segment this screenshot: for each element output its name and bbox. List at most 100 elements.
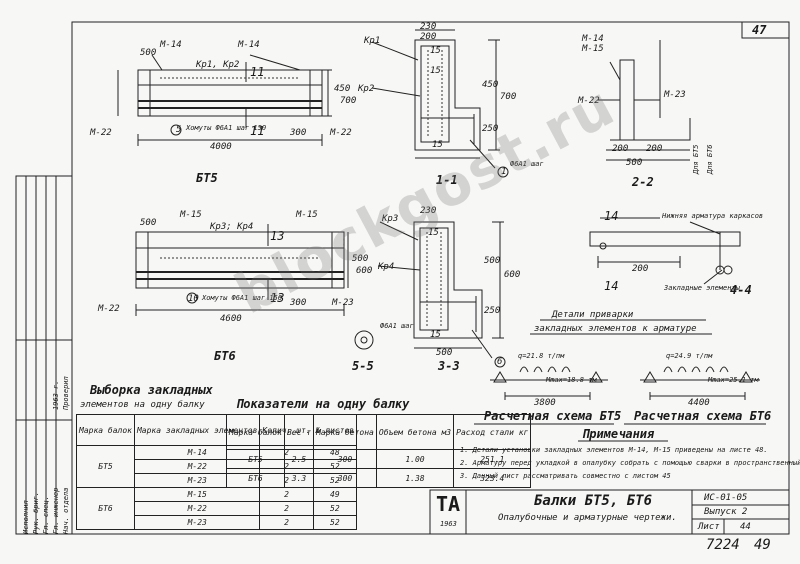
table-cell: БТ6 [226, 468, 285, 488]
note-3: 3. Данный лист рассматривать совместно с… [460, 472, 671, 480]
table-cell: М-23 [133, 515, 261, 530]
s11-bar: Ф6А1 шаг [510, 160, 544, 168]
s11-dim-g: 450 [482, 80, 499, 90]
s11-tag-b: Кр2 [358, 84, 375, 94]
table-cell: М-15 [133, 487, 261, 502]
bt5-dim-right: 300 [290, 128, 307, 138]
s44-mark-top: 14 [604, 209, 619, 223]
s11-dim-a: 230 [420, 22, 437, 32]
note-1: 1. Детали установки закладных элементов … [460, 446, 768, 454]
table-cell: 300 [313, 449, 377, 469]
s33-dim-e: 15 [430, 330, 441, 340]
bt6-tag-a: М-15 [180, 210, 202, 220]
table-cell: 2 [259, 501, 314, 516]
table-header: Расход стали кг [453, 414, 532, 450]
bt5-view-label: БТ5 [196, 171, 218, 185]
s44-note-2: Закладные элементы [664, 284, 740, 292]
scheme-bt6-title: Расчетная схема БТ6 [634, 409, 772, 423]
table-cell: 3.3 [283, 468, 315, 488]
indicators-title: Показатели на одну балку [236, 397, 410, 411]
title-block [429, 489, 790, 535]
s22-tag-c: М-22 [578, 96, 600, 106]
table-cell: 1.38 [375, 468, 455, 488]
table-cell: 52 [312, 501, 358, 516]
bt5-height-b: 700 [340, 96, 357, 106]
bt6-tag-b: М-15 [296, 210, 318, 220]
bt6-length: 4600 [220, 314, 242, 324]
bt5-elevation [117, 54, 332, 146]
bt6-view-label: БТ6 [214, 349, 236, 363]
table-cell: БТ6 [76, 487, 135, 530]
s22-dim-a: 500 [626, 158, 643, 168]
s44-mark-bottom: 14 [604, 279, 619, 293]
logo: ТА [436, 492, 461, 516]
scheme-bt5 [490, 371, 608, 400]
bt5-hoops: Хомуты Ф6А1 шаг 150 [186, 124, 267, 132]
s33-dim-h: 600 [504, 270, 521, 280]
scheme-bt6-span: 4400 [688, 398, 710, 408]
s22-dim-c: 200 [646, 144, 663, 154]
table-cell: М-22 [133, 501, 261, 516]
title-subtitle: Опалубочные и арматурные чертежи. [498, 513, 677, 523]
scheme-bt6-load: q=24.9 т/пм [666, 352, 713, 360]
s33-dim-c: 15 [428, 228, 439, 238]
bt6-callout: 10 [188, 294, 199, 304]
table-cell: 1.00 [375, 449, 455, 469]
bt6-dim-right: 300 [290, 298, 307, 308]
bt6-cage-tag: Кр3; Кр4 [210, 222, 254, 232]
bt5-tag-b: М-14 [238, 40, 260, 50]
bt5-tag-a: М-14 [160, 40, 182, 50]
page-number-left: 7224 [706, 537, 740, 553]
s11-dim-f: 250 [482, 124, 499, 134]
section-3-3 [377, 221, 504, 359]
table-cell: 323.4 [453, 468, 532, 488]
note-2: 2. Арматуру перед укладкой в опалубку со… [460, 459, 800, 467]
bt5-section-mark-top: 11 [250, 65, 265, 79]
bt5-cage-tag: Кр1, Кр2 [196, 60, 240, 70]
bt5-dim-left: 500 [140, 48, 157, 58]
bt6-section-mark-bottom: 13 [270, 291, 285, 305]
bt6-hoops: Хомуты Ф6А1 шаг 150 [202, 294, 283, 302]
logo-year: 1963 [440, 520, 457, 528]
s44-view-label: 4-4 [730, 283, 752, 297]
s33-tag-a: Кр3 [382, 214, 399, 224]
table-cell: 2 [259, 487, 314, 502]
bt6-height-a: 500 [352, 254, 369, 264]
s22-view-label: 2-2 [632, 175, 654, 189]
s22-side-b: Для БТ6 [706, 144, 714, 174]
s22-tag-b: М-15 [582, 44, 604, 54]
table-cell: 251.1 [453, 449, 532, 469]
table-cell: 300 [313, 468, 377, 488]
table-header: Объем бетона м3 [375, 414, 455, 450]
stamp-row-2: Гл. инженер [52, 487, 60, 534]
s44-note-1: Нижняя арматура каркасов [662, 212, 764, 220]
s22-dim-b: 200 [612, 144, 629, 154]
s55-tag: Ф6А1 шаг [380, 322, 414, 330]
table-cell: БТ5 [226, 449, 285, 469]
s44-dim: 200 [632, 264, 649, 274]
s11-tag-a: Кр1 [364, 36, 381, 46]
stamp-row-6: Проверил [62, 376, 70, 410]
section-2-2 [598, 40, 691, 161]
s55-view-label: 5-5 [352, 359, 374, 373]
page-number-right: 49 [754, 537, 771, 553]
table-header: Марка балок [76, 414, 135, 446]
sheet-number: 47 [752, 23, 767, 37]
stamp-row-3: Гл. спец. [42, 496, 50, 534]
s22-side-a: Для БТ5 [692, 144, 700, 174]
table-row: Марка балок Вес т Марка бетона Объем бет… [226, 414, 532, 450]
table-cell: БТ5 [76, 445, 135, 488]
stamp-row-1: Нач. отдела [62, 487, 70, 534]
bt5-tag-c: М-22 [90, 128, 112, 138]
bt6-height-b: 600 [356, 266, 373, 276]
bt5-length: 4000 [210, 142, 232, 152]
scheme-bt5-span: 3800 [534, 398, 556, 408]
s22-tag-d: М-23 [664, 90, 686, 100]
s11-dim-c: 15 [430, 46, 441, 56]
table-cell: 52 [312, 515, 358, 530]
bt5-section-mark-bottom: 11 [250, 124, 265, 138]
title-sheet-label: Лист [698, 522, 720, 532]
